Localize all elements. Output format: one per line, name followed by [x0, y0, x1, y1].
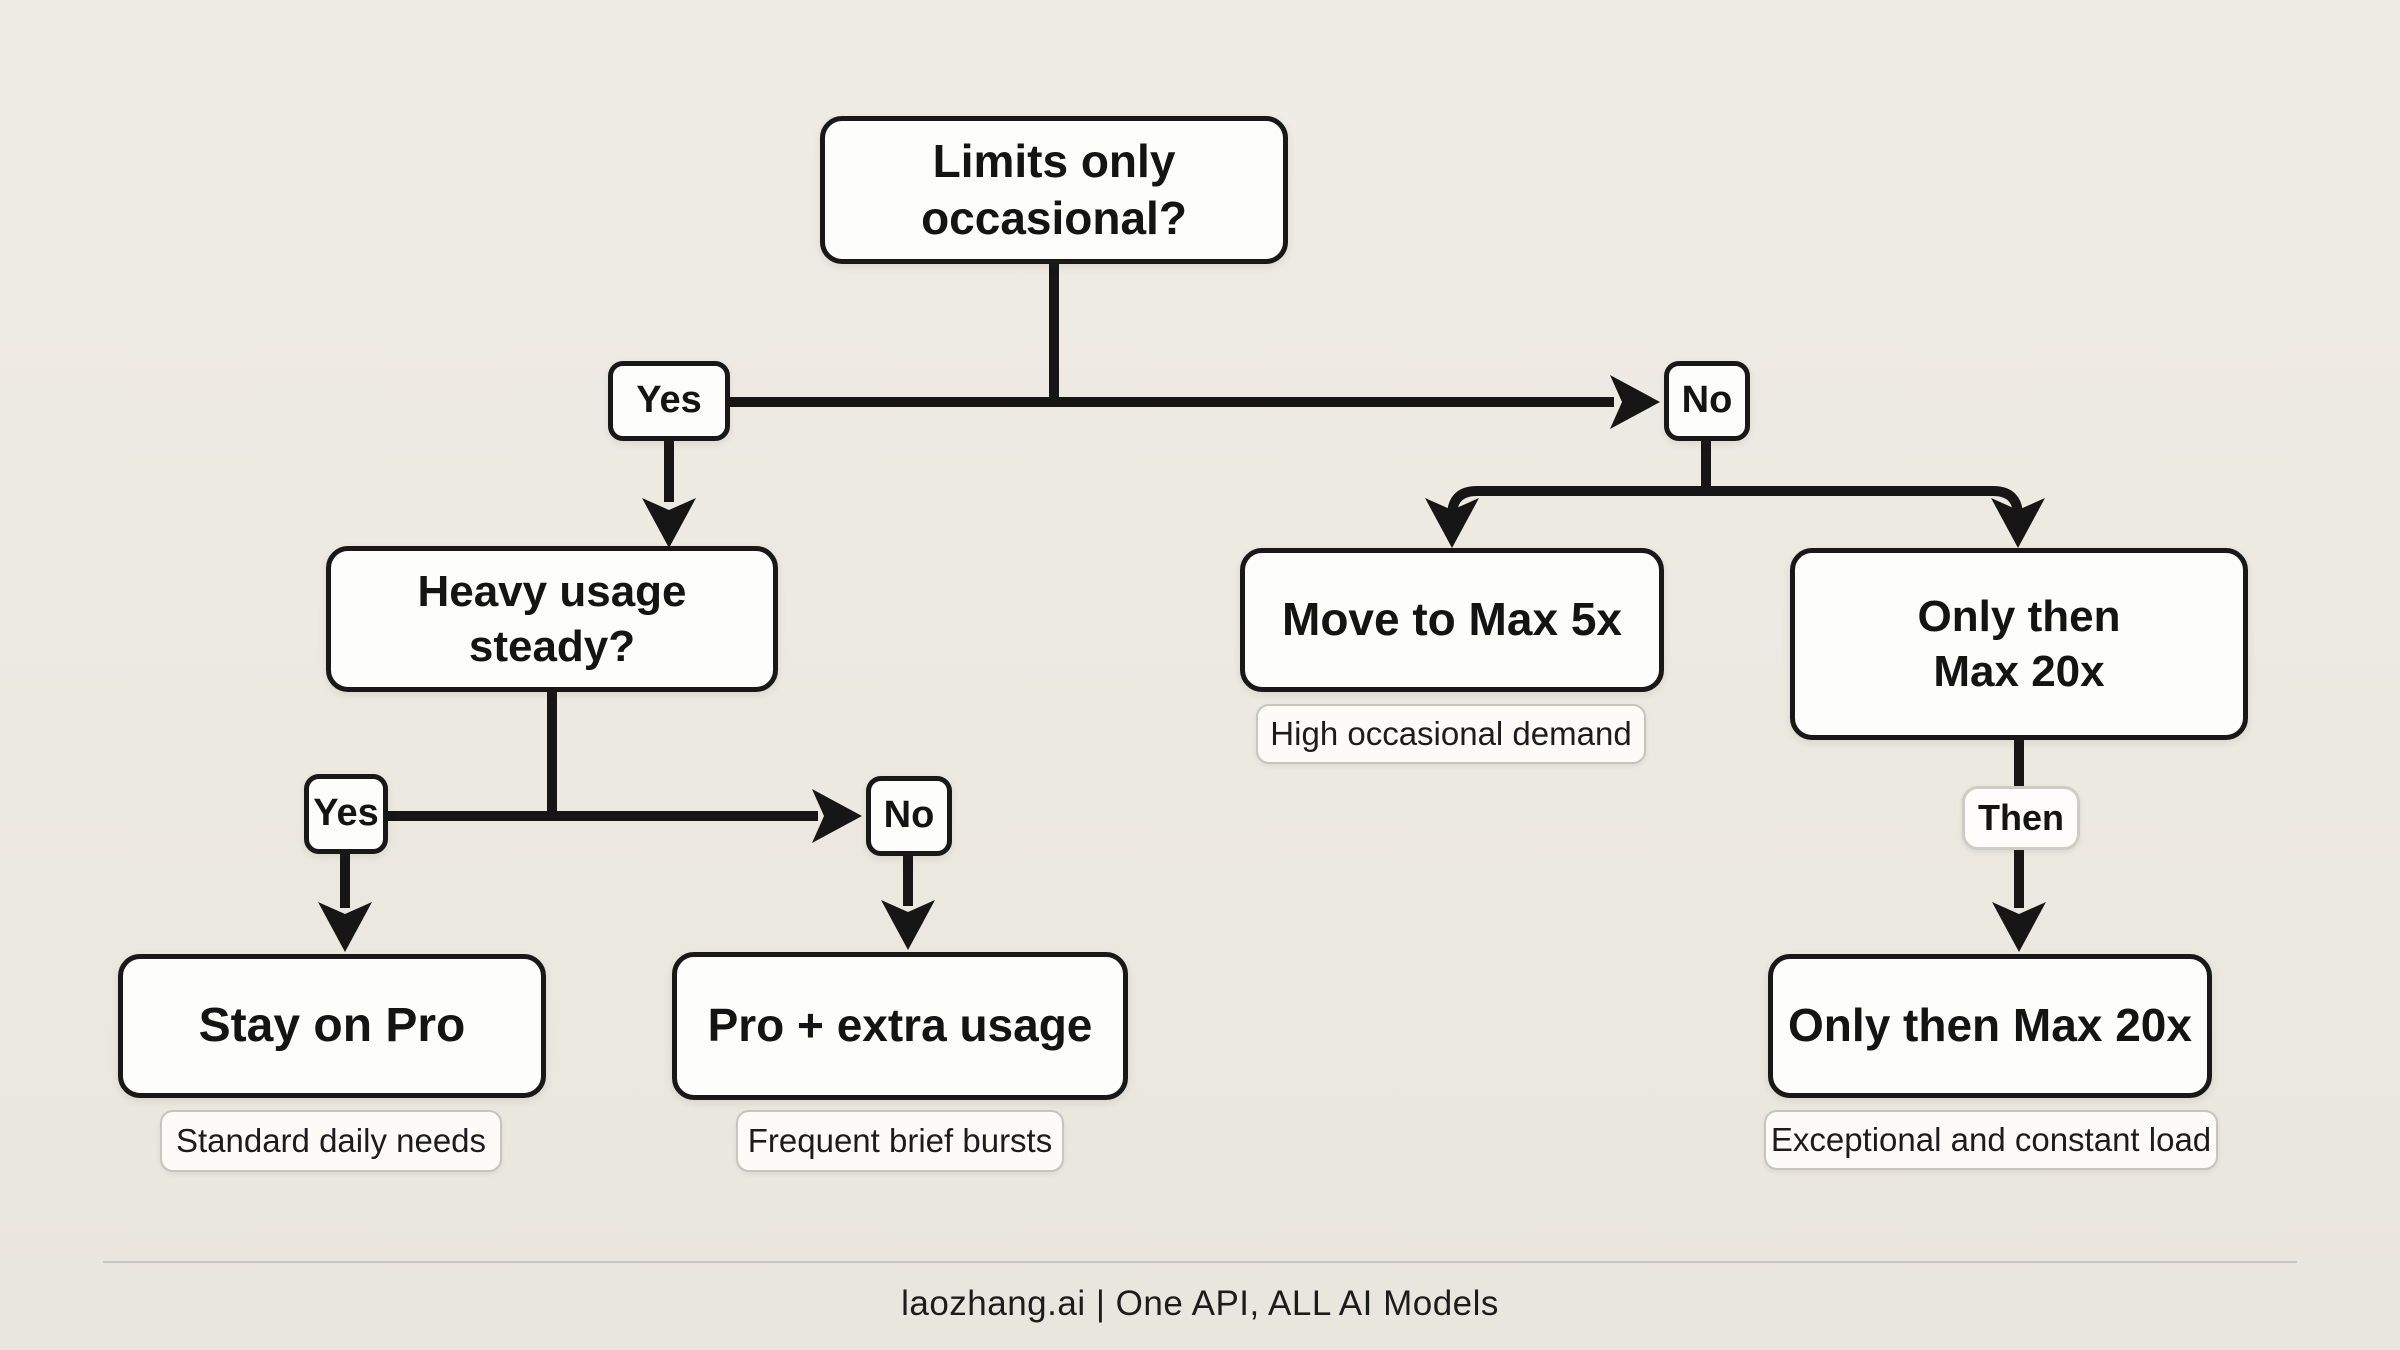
flowchart-node-move-to-max-5x: Move to Max 5x: [1240, 548, 1664, 692]
flowchart-node-heavy-usage-steady: Heavy usage steady?: [326, 546, 778, 692]
note-exceptional-and-constant-load: Exceptional and constant load: [1764, 1110, 2218, 1170]
note-standard-daily-needs: Standard daily needs: [160, 1110, 502, 1172]
edge-label-then: Then: [1962, 786, 2080, 850]
flowchart-node-only-then-max-20x: Only then Max 20x: [1790, 548, 2248, 740]
edge-label-no-second: No: [866, 776, 952, 856]
arrowhead-icon: [812, 789, 862, 843]
flowchart-node-stay-on-pro: Stay on Pro: [118, 954, 546, 1098]
arrowhead-icon: [1610, 375, 1660, 429]
note-frequent-brief-bursts: Frequent brief bursts: [736, 1110, 1064, 1172]
arrowhead-icon: [1425, 498, 1479, 548]
edge-label-no-top: No: [1664, 361, 1750, 441]
edge-label-yes-top: Yes: [608, 361, 730, 441]
footer-divider: [103, 1261, 2297, 1263]
arrowhead-icon: [1992, 902, 2046, 952]
arrowhead-icon: [1991, 498, 2045, 548]
flowchart-node-pro-plus-extra-usage: Pro + extra usage: [672, 952, 1128, 1100]
edge-label-yes-second: Yes: [304, 774, 388, 854]
arrowhead-icon: [642, 498, 696, 548]
note-high-occasional-demand: High occasional demand: [1256, 704, 1646, 764]
flowchart-node-only-then-max-20x-final: Only then Max 20x: [1768, 954, 2212, 1098]
arrowhead-icon: [318, 902, 372, 952]
edge-no1-split: [1447, 486, 2023, 517]
flowchart-node-limits-only-occasional: Limits only occasional?: [820, 116, 1288, 264]
footer-text: laozhang.ai | One API, ALL AI Models: [901, 1284, 1499, 1323]
arrowhead-icon: [881, 900, 935, 950]
